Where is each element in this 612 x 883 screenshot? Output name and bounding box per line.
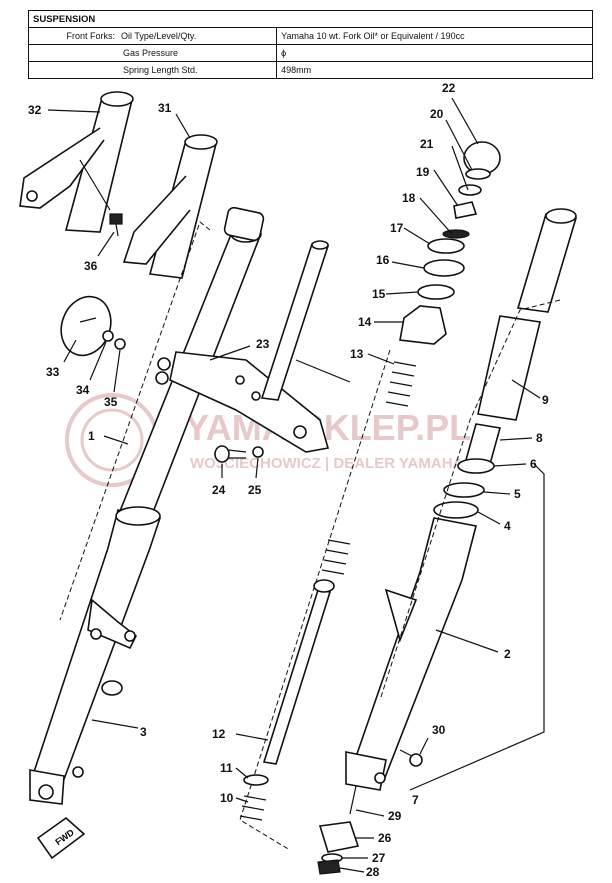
callout-1: 1 (88, 429, 95, 443)
part-24-bolt (214, 445, 247, 463)
part-13-spring (385, 361, 417, 407)
part-23-triple-clamp (155, 351, 330, 453)
part-34-washer (102, 330, 114, 342)
callout-20: 20 (430, 107, 444, 121)
part-29-stud (349, 785, 357, 815)
part-16-bearing (423, 259, 465, 277)
part-9-upper-tube (477, 208, 578, 421)
part-11-washer (243, 774, 269, 786)
watermark-main: YAMA-SKLEP.PL (185, 407, 471, 448)
callout-3: 3 (140, 725, 147, 739)
callout-2: 2 (504, 647, 511, 661)
callout-24: 24 (212, 483, 226, 497)
part-28-nut (317, 859, 341, 875)
callout-36: 36 (84, 259, 98, 273)
part-2-outer-tube (345, 517, 477, 791)
callout-4: 4 (504, 519, 511, 533)
callout-23: 23 (256, 337, 270, 351)
alignment-line-right (379, 299, 561, 701)
callout-8: 8 (536, 431, 543, 445)
part-21-washer (458, 184, 482, 196)
callout-25: 25 (248, 483, 262, 497)
callout-16: 16 (376, 253, 390, 267)
spec-label: Oil Type/Level/Qty. (121, 31, 197, 41)
part-32-upper-bracket (19, 91, 134, 233)
callout-30: 30 (432, 723, 446, 737)
spec-label: Spring Length Std. (27, 61, 278, 79)
callout-21: 21 (420, 137, 434, 151)
callout-33: 33 (46, 365, 60, 379)
part-35-washer (114, 338, 126, 350)
callout-5: 5 (514, 487, 521, 501)
callout-29: 29 (388, 809, 402, 823)
part-33-cap-plate (60, 295, 112, 357)
part-10-spring (239, 795, 267, 821)
spec-row: Spring Length Std. 498mm (27, 61, 593, 79)
part-19-nut (453, 201, 478, 219)
callout-19: 19 (416, 165, 430, 179)
callout-11: 11 (220, 761, 233, 775)
callout-6: 6 (530, 457, 537, 471)
part-6-seal (457, 458, 495, 474)
part-30-bolt (399, 749, 423, 767)
callout-26: 26 (378, 831, 392, 845)
spec-label-group: Front Forks: (66, 31, 115, 41)
callout-34: 34 (76, 383, 90, 397)
callout-13: 13 (350, 347, 364, 361)
part-4-seal (433, 501, 479, 519)
part-17-race (427, 238, 465, 254)
callout-28: 28 (366, 865, 380, 879)
callout-35: 35 (104, 395, 118, 409)
callout-31: 31 (158, 101, 172, 115)
part-23-steering-stem (260, 240, 330, 401)
leader-lines (47, 97, 545, 873)
part-18-seal (442, 229, 470, 239)
part-31-lower-bracket (122, 134, 218, 279)
fwd-arrow-icon: FWD (36, 816, 86, 860)
alignment-line (59, 221, 211, 621)
callout-15: 15 (372, 287, 386, 301)
part-26-clamp (318, 821, 360, 853)
part-25-washer (252, 446, 264, 458)
callout-14: 14 (358, 315, 372, 329)
callout-10: 10 (220, 791, 234, 805)
callout-32: 32 (28, 103, 42, 117)
watermark: YAMA-SKLEP.PL WOJCIECHOWICZ | DEALER YAM… (65, 393, 471, 487)
part-15-race (417, 284, 455, 300)
part-12-damper-rod (239, 349, 391, 851)
part-14-dust-cover (399, 305, 447, 345)
spec-value: 498mm (276, 61, 593, 79)
callout-27: 27 (372, 851, 386, 865)
spec-table: SUSPENSION Front Forks:Oil Type/Level/Qt… (27, 10, 593, 79)
callout-labels: 32 31 36 33 34 35 1 3 23 24 25 12 11 10 … (28, 81, 549, 879)
callout-17: 17 (390, 221, 404, 235)
spec-row: Front Forks:Oil Type/Level/Qty. Yamaha 1… (27, 27, 593, 45)
part-36-bolt (109, 213, 123, 237)
part-8-cover (464, 423, 502, 465)
callout-12: 12 (212, 727, 226, 741)
part-3-outer-tube (28, 506, 162, 805)
callout-7: 7 (412, 793, 419, 807)
part-20-nut (465, 168, 491, 180)
callout-18: 18 (402, 191, 416, 205)
callout-22: 22 (442, 81, 456, 95)
callout-9: 9 (542, 393, 549, 407)
part-5-seal (443, 482, 485, 498)
